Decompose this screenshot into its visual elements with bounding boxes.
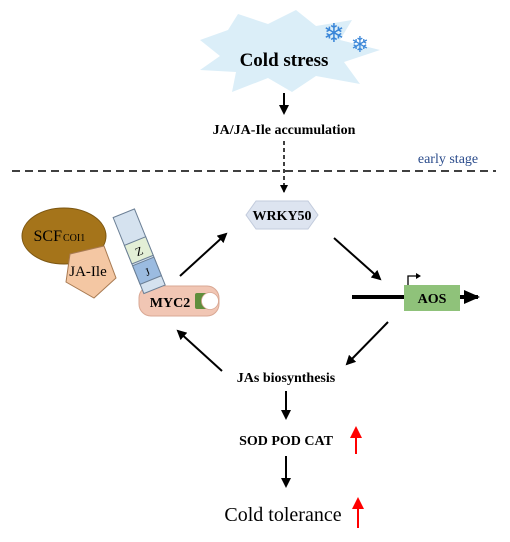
- aos-label: AOS: [418, 292, 447, 307]
- jaz-j-domain: [131, 256, 163, 285]
- transcription-start-arrowhead: [416, 273, 421, 279]
- scf-label: SCF: [34, 228, 63, 245]
- biosynthesis-label: JAs biosynthesis: [237, 371, 336, 386]
- myc2-domain-circle: [201, 292, 219, 310]
- early-stage-label: early stage: [418, 152, 478, 167]
- snowflake-icon: ❄: [351, 33, 369, 58]
- snowflake-icon: ❄: [323, 19, 345, 49]
- arrow-biosynthesis-to-myc2: [176, 329, 223, 372]
- cold-tolerance-label: Cold tolerance: [224, 504, 341, 526]
- arrow-wrky50-to-aos: [333, 237, 382, 281]
- wrky50-label: WRKY50: [252, 209, 311, 224]
- ja-ile-label: JA-Ile: [69, 264, 107, 280]
- arrow-aos-to-biosynthesis: [345, 321, 389, 366]
- jaz-repressor: Z J: [112, 208, 166, 295]
- arrow-myc2-to-wrky50: [179, 232, 228, 277]
- jaz-z-domain: [123, 236, 154, 265]
- j-domain-label: J: [144, 266, 153, 279]
- accumulation-label: JA/JA-Ile accumulation: [213, 123, 356, 138]
- ja-ile-ligand: [65, 245, 117, 299]
- cold-stress-label: Cold stress: [240, 50, 329, 71]
- myc2-label: MYC2: [150, 296, 190, 311]
- cold-stress-cloud: [200, 10, 380, 92]
- aos-gene-box: [404, 285, 460, 311]
- scf-prefix: SCF: [34, 228, 63, 245]
- enzymes-label: SOD POD CAT: [239, 434, 334, 449]
- coi1-label: COI1: [63, 233, 85, 244]
- wrky50-node: [245, 200, 319, 230]
- transcription-start-icon: [407, 275, 418, 285]
